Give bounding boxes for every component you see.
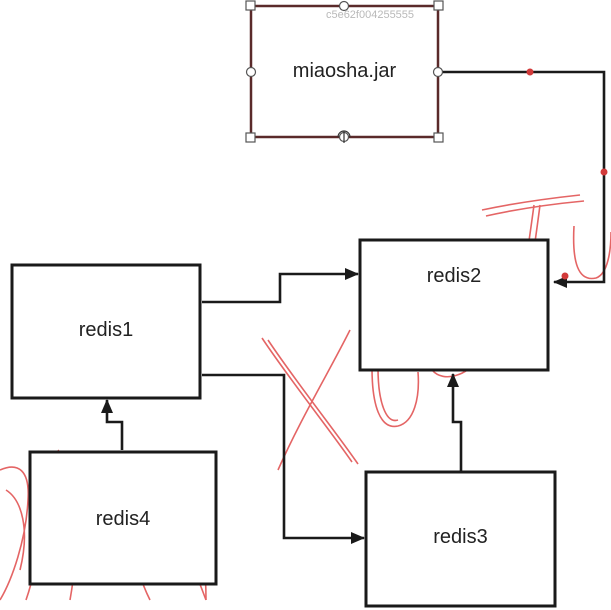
edge-redis1-to-redis3[interactable] — [202, 373, 365, 544]
node-label-redis3: redis3 — [433, 526, 488, 548]
node-redis4[interactable] — [28, 450, 218, 586]
selection-handles[interactable] — [245, 0, 444, 143]
node-label-miaosha-jar: miaosha.jar — [292, 60, 397, 82]
rotate-handle-icon[interactable] — [337, 130, 351, 143]
node-redis1[interactable] — [10, 263, 202, 400]
handle-top-left[interactable] — [245, 0, 256, 11]
edge-redis3-to-redis2[interactable] — [447, 373, 463, 471]
node-redis2[interactable] — [358, 238, 550, 372]
nodes — [10, 4, 557, 608]
element-id-label: c5e62f004255555 — [325, 9, 415, 21]
edge-redis1-to-redis2[interactable] — [202, 268, 359, 304]
node-label-redis1: redis1 — [78, 319, 134, 341]
handle-top-mid[interactable] — [338, 0, 350, 12]
node-label-redis2: redis2 — [426, 265, 482, 287]
handle-left-mid[interactable] — [245, 66, 257, 78]
edge-jar-to-redis2[interactable] — [441, 70, 606, 288]
handle-right-mid[interactable] — [432, 66, 444, 78]
node-miaosha-jar[interactable] — [249, 4, 440, 139]
node-redis3[interactable] — [364, 470, 557, 608]
node-label-redis4: redis4 — [95, 508, 151, 530]
handle-bottom-right[interactable] — [433, 132, 444, 143]
connectors — [101, 70, 606, 544]
handle-bottom-left[interactable] — [245, 132, 256, 143]
handle-top-right[interactable] — [433, 0, 444, 11]
connector-dots — [526, 68, 608, 280]
edge-redis4-to-redis1[interactable] — [101, 399, 124, 450]
